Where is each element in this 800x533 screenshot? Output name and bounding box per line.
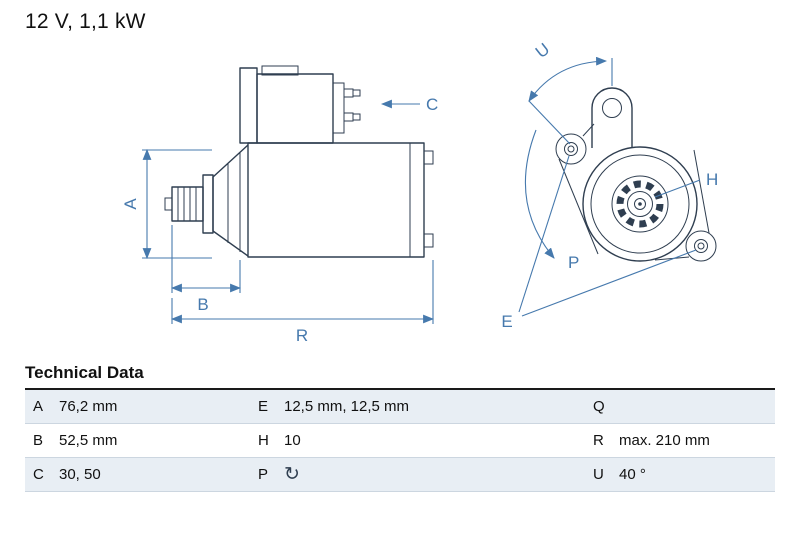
mounting-ear-right	[685, 230, 717, 262]
dim-label-p: P	[568, 253, 579, 272]
cell-value-h: 10	[284, 432, 301, 449]
side-view	[164, 65, 434, 258]
side-view-dimensions: A B R C	[121, 95, 438, 345]
table-row: C 30, 50 P ↻ U 40 °	[25, 458, 775, 492]
cell-key-h: H	[258, 432, 269, 449]
end-view-dimensions: U H P E	[501, 39, 718, 331]
table-row: B 52,5 mm H 10 R max. 210 mm	[25, 424, 775, 458]
cell-key-r: R	[593, 432, 604, 449]
dim-label-e: E	[501, 312, 512, 331]
cell-key-b: B	[33, 432, 44, 449]
table-row: A 76,2 mm E 12,5 mm, 12,5 mm Q	[25, 390, 775, 424]
dim-label-r: R	[296, 326, 308, 345]
dim-label-b: B	[197, 295, 208, 314]
cell-value-e: 12,5 mm, 12,5 mm	[284, 398, 410, 415]
solenoid	[256, 65, 361, 144]
dim-label-a: A	[121, 198, 140, 210]
pinion-gear	[164, 186, 204, 222]
technical-data-section: Technical Data A 76,2 mm E 12,5 mm, 12,5…	[25, 363, 775, 492]
technical-data-heading: Technical Data	[25, 363, 775, 390]
cell-key-a: A	[33, 398, 44, 415]
drive-end-housing	[212, 144, 249, 257]
cell-value-u: 40 °	[619, 466, 646, 483]
dim-label-h: H	[706, 170, 718, 189]
cell-value-c: 30, 50	[59, 466, 101, 483]
cell-key-u: U	[593, 466, 604, 483]
end-view	[555, 87, 717, 262]
gear-teeth	[616, 180, 664, 228]
cell-key-e: E	[258, 398, 269, 415]
cell-key-q: Q	[593, 398, 605, 415]
cell-value-r: max. 210 mm	[619, 432, 710, 449]
page-title: 12 V, 1,1 kW	[25, 10, 146, 33]
cell-key-c: C	[33, 466, 44, 483]
mounting-ear-left	[555, 133, 587, 165]
cell-value-p: ↻	[280, 465, 585, 484]
cell-key-p: P	[258, 466, 269, 483]
dim-label-c: C	[426, 95, 438, 114]
starter-motor-diagram: A B R C	[121, 39, 718, 345]
clockwise-rotation-icon: ↻	[284, 464, 300, 485]
motor-body	[247, 142, 425, 258]
top-tab	[591, 87, 633, 148]
cell-value-a: 76,2 mm	[59, 398, 118, 415]
dim-label-u: U	[532, 39, 553, 62]
cell-value-b: 52,5 mm	[59, 432, 118, 449]
